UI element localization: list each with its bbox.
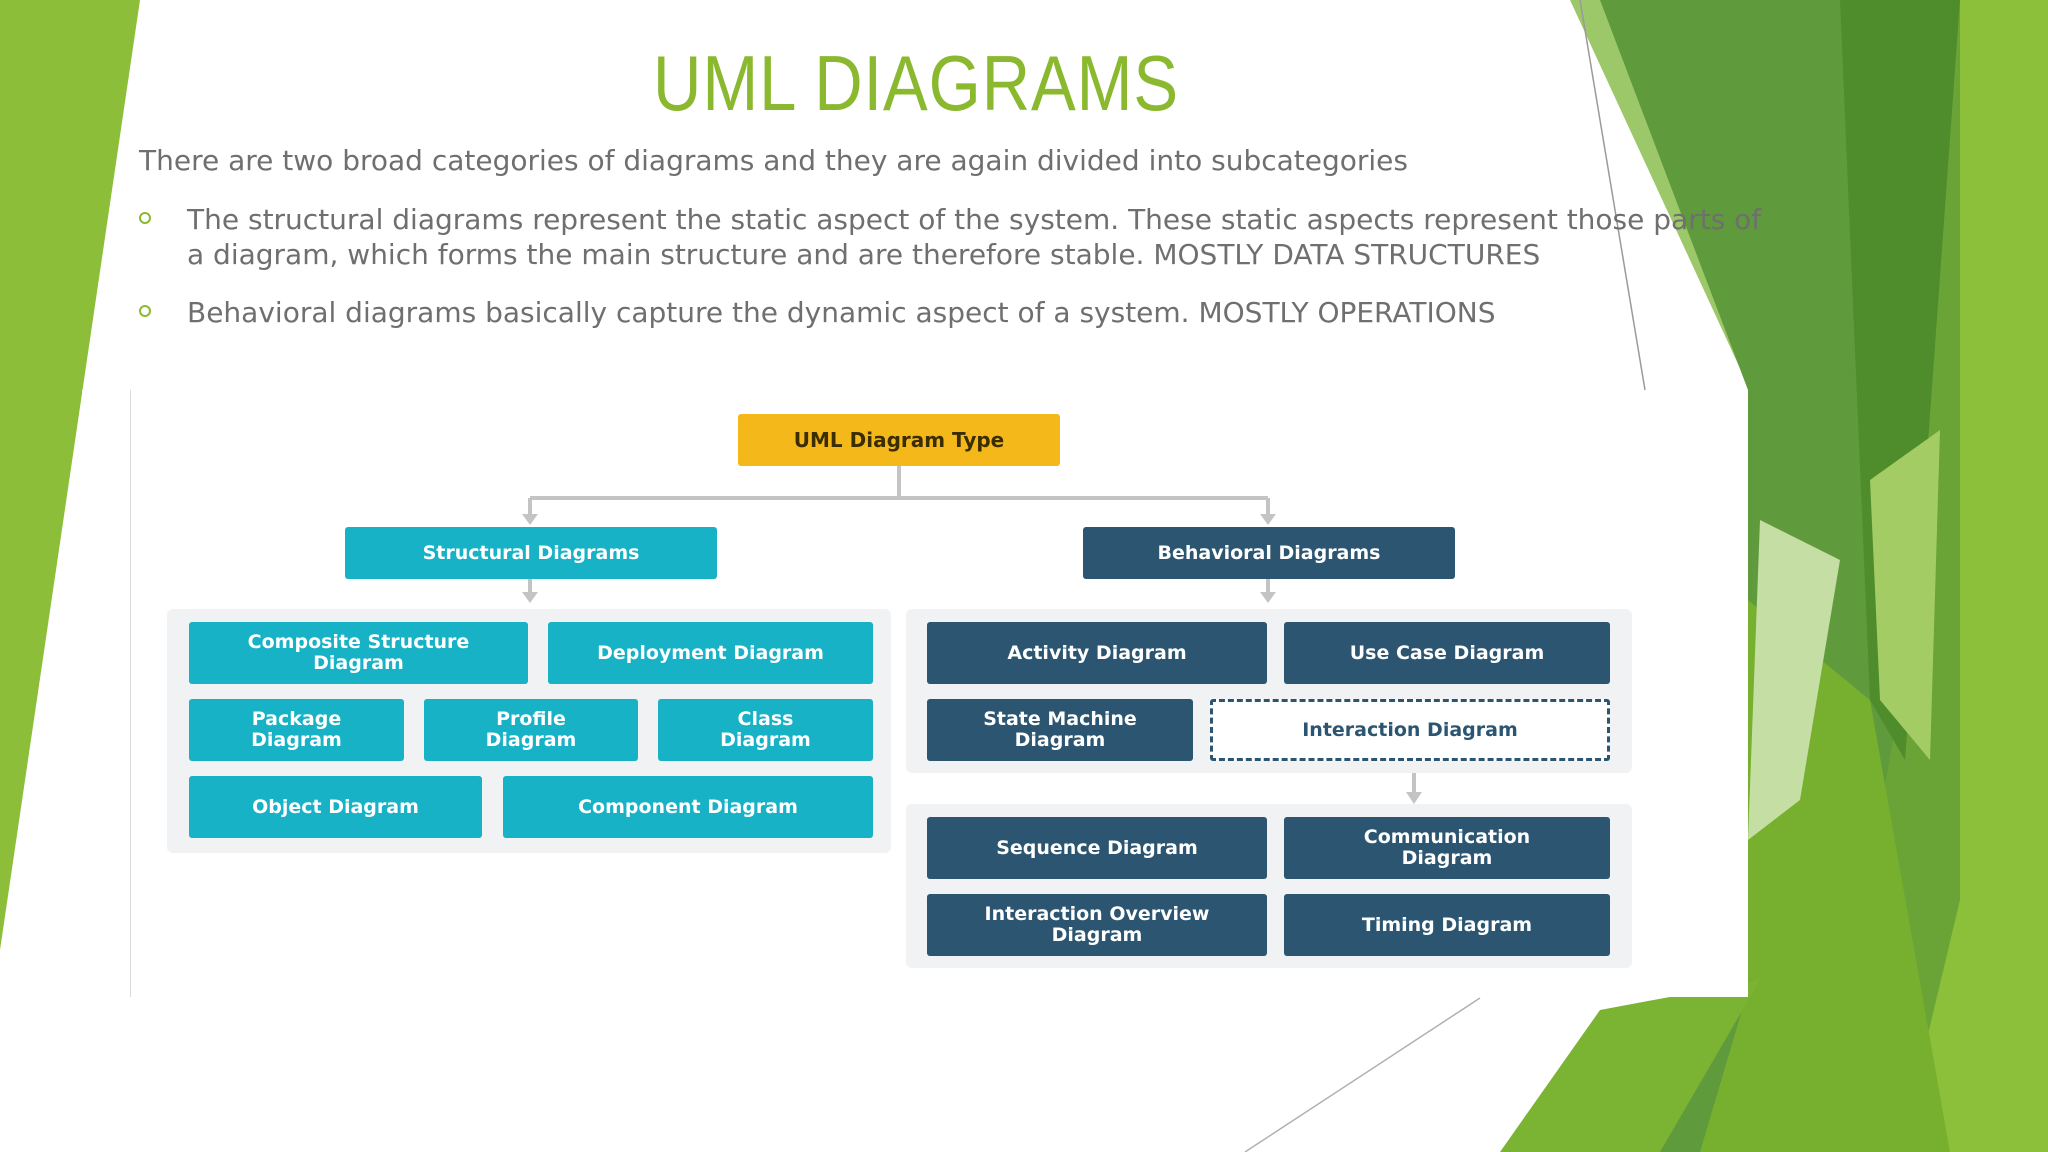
behavioral-diagrams-node: Behavioral Diagrams	[1083, 527, 1455, 579]
object-diagram-node: Object Diagram	[189, 776, 482, 838]
bullet-circle-icon	[139, 305, 151, 317]
bullet-line: Behavioral diagrams basically capture th…	[187, 296, 1496, 329]
package-diagram-node: Package Diagram	[189, 699, 404, 761]
component-diagram-node: Component Diagram	[503, 776, 873, 838]
bullet-circle-icon	[139, 212, 151, 224]
deployment-diagram-node: Deployment Diagram	[548, 622, 873, 684]
profile-diagram-node: Profile Diagram	[424, 699, 638, 761]
interaction-diagram-node: Interaction Diagram	[1210, 699, 1610, 761]
timing-diagram-node: Timing Diagram	[1284, 894, 1610, 956]
uml-diagram-type-node: UML Diagram Type	[738, 414, 1060, 466]
activity-diagram-node: Activity Diagram	[927, 622, 1267, 684]
composite-structure-diagram-node: Composite Structure Diagram	[189, 622, 528, 684]
panel-edge	[130, 390, 131, 997]
interaction-overview-diagram-node: Interaction Overview Diagram	[927, 894, 1267, 956]
bullet-line: The structural diagrams represent the st…	[187, 203, 1762, 236]
sequence-diagram-node: Sequence Diagram	[927, 817, 1267, 879]
slide-title: UML DIAGRAMS	[653, 39, 1179, 127]
use-case-diagram-node: Use Case Diagram	[1284, 622, 1610, 684]
class-diagram-node: Class Diagram	[658, 699, 873, 761]
intro-text: There are two broad categories of diagra…	[139, 144, 1408, 177]
state-machine-diagram-node: State Machine Diagram	[927, 699, 1193, 761]
bullet-line: a diagram, which forms the main structur…	[187, 238, 1541, 271]
communication-diagram-node: Communication Diagram	[1284, 817, 1610, 879]
structural-diagrams-node: Structural Diagrams	[345, 527, 717, 579]
